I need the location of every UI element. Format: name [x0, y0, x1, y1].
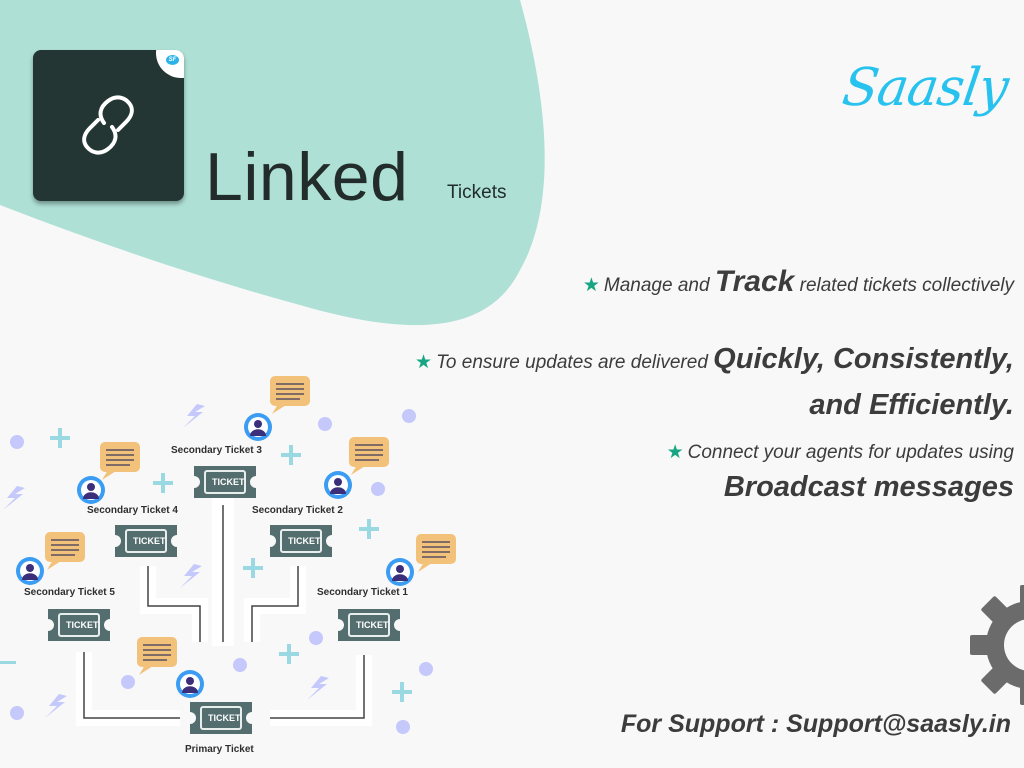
feature-text: Manage and [603, 275, 710, 296]
app-subtitle: Tickets [447, 182, 507, 203]
decor-circles [10, 409, 433, 734]
ticket-icon: TICKET [212, 477, 245, 487]
app-icon-tile: SF [33, 50, 184, 201]
salesforce-badge-icon: SF [166, 55, 179, 65]
decor-plus [0, 428, 412, 702]
brand-logo: Saasly [838, 58, 1012, 118]
feature-updates: ★To ensure updates are delivered Quickly… [415, 338, 1014, 430]
app-title: Linked [205, 139, 409, 215]
feature-emphasis: Quickly, Consistently, [713, 343, 1014, 375]
support-contact: For Support : Support@saasly.in [620, 710, 1011, 738]
node-label: Secondary Ticket 3 [171, 445, 262, 456]
feature-broadcast: ★Connect your agents for updates using B… [667, 436, 1014, 508]
node-label: Primary Ticket [185, 744, 254, 755]
gear-icon [970, 585, 1024, 705]
linked-tickets-diagram [0, 375, 457, 735]
star-icon: ★ [666, 442, 684, 463]
node-label: Secondary Ticket 1 [317, 587, 408, 598]
feature-emphasis-line2: and Efficiently. [809, 389, 1014, 421]
ticket-icon: TICKET [356, 620, 389, 630]
star-icon: ★ [582, 275, 600, 296]
ticket-icon: TICKET [133, 536, 166, 546]
feature-text: To ensure updates are delivered [436, 352, 708, 373]
ticket-icon: TICKET [66, 620, 99, 630]
feature-text: Connect your agents for updates using [687, 442, 1014, 463]
feature-track: ★Manage and Track related tickets collec… [583, 265, 1014, 299]
link-chain-icon [82, 95, 134, 155]
node-label: Secondary Ticket 4 [87, 505, 178, 516]
ticket-icon: TICKET [288, 536, 321, 546]
feature-emphasis: Track [714, 265, 795, 298]
feature-text: related tickets collectively [799, 275, 1014, 296]
feature-emphasis: Broadcast messages [723, 471, 1014, 503]
star-icon: ★ [415, 352, 433, 373]
node-label: Secondary Ticket 2 [252, 505, 343, 516]
ticket-icon: TICKET [208, 713, 241, 723]
connector-lines [76, 498, 372, 726]
node-label: Secondary Ticket 5 [24, 587, 115, 598]
